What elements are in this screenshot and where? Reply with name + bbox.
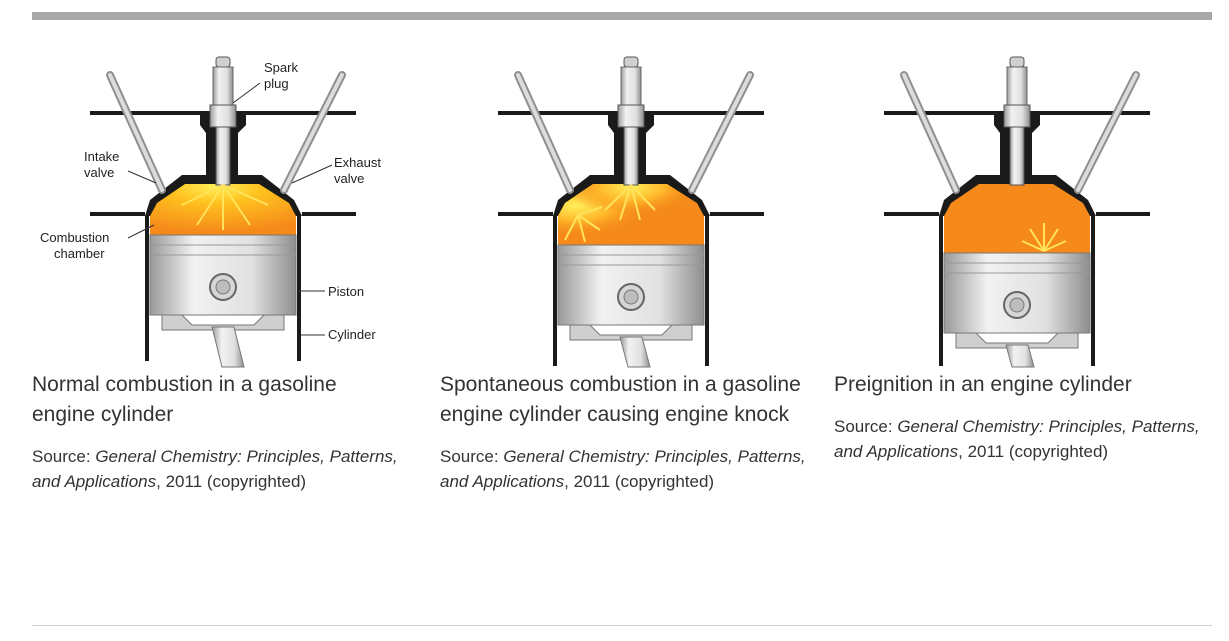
engine-diagram-preignition <box>884 56 1150 368</box>
bottom-rule <box>32 625 1212 626</box>
caption: Normal combustion in a gasoline engine c… <box>32 373 337 426</box>
label-intake-valve: Intake valve <box>84 149 157 184</box>
source-citation: Source: General Chemistry: Principles, P… <box>440 444 810 494</box>
source-prefix: Source: <box>440 447 504 466</box>
svg-text:Exhaust: Exhaust <box>334 155 381 170</box>
source-title: General Chemistry: Principles, Patterns,… <box>32 447 398 491</box>
svg-text:chamber: chamber <box>54 246 105 261</box>
source-title: General Chemistry: Principles, Patterns,… <box>834 417 1200 461</box>
source-title: General Chemistry: Principles, Patterns,… <box>440 447 806 491</box>
svg-text:plug: plug <box>264 76 289 91</box>
panel-spontaneous-combustion: Spontaneous combustion in a gasoline eng… <box>440 45 810 494</box>
svg-text:valve: valve <box>84 165 114 180</box>
source-citation: Source: General Chemistry: Principles, P… <box>834 414 1204 464</box>
label-spark-plug: Spark plug <box>232 60 298 104</box>
caption: Preignition in an engine cylinder <box>834 373 1132 396</box>
source-suffix: , 2011 (copyrighted) <box>564 472 715 491</box>
source-citation: Source: General Chemistry: Principles, P… <box>32 444 402 494</box>
svg-text:valve: valve <box>334 171 364 186</box>
label-cylinder: Cylinder <box>301 327 376 342</box>
svg-text:Spark: Spark <box>264 60 298 75</box>
panel-normal-combustion: Spark plug Intake valve Exhaust valve Co… <box>32 45 402 494</box>
source-suffix: , 2011 (copyrighted) <box>156 472 307 491</box>
svg-text:Combustion: Combustion <box>40 230 109 245</box>
source-prefix: Source: <box>834 417 898 436</box>
panel-preignition: Preignition in an engine cylinder Source… <box>834 45 1204 464</box>
engine-diagram-knock <box>498 56 764 368</box>
engine-diagram-normal: Spark plug Intake valve Exhaust valve Co… <box>40 56 381 368</box>
label-piston: Piston <box>298 284 364 299</box>
caption: Spontaneous combustion in a gasoline eng… <box>440 373 801 426</box>
label-combustion-chamber: Combustion chamber <box>40 224 155 261</box>
source-suffix: , 2011 (copyrighted) <box>958 442 1109 461</box>
svg-text:Intake: Intake <box>84 149 119 164</box>
top-rule <box>32 12 1212 20</box>
svg-text:Piston: Piston <box>328 284 364 299</box>
label-exhaust-valve: Exhaust valve <box>291 155 381 186</box>
source-prefix: Source: <box>32 447 96 466</box>
svg-text:Cylinder: Cylinder <box>328 327 376 342</box>
